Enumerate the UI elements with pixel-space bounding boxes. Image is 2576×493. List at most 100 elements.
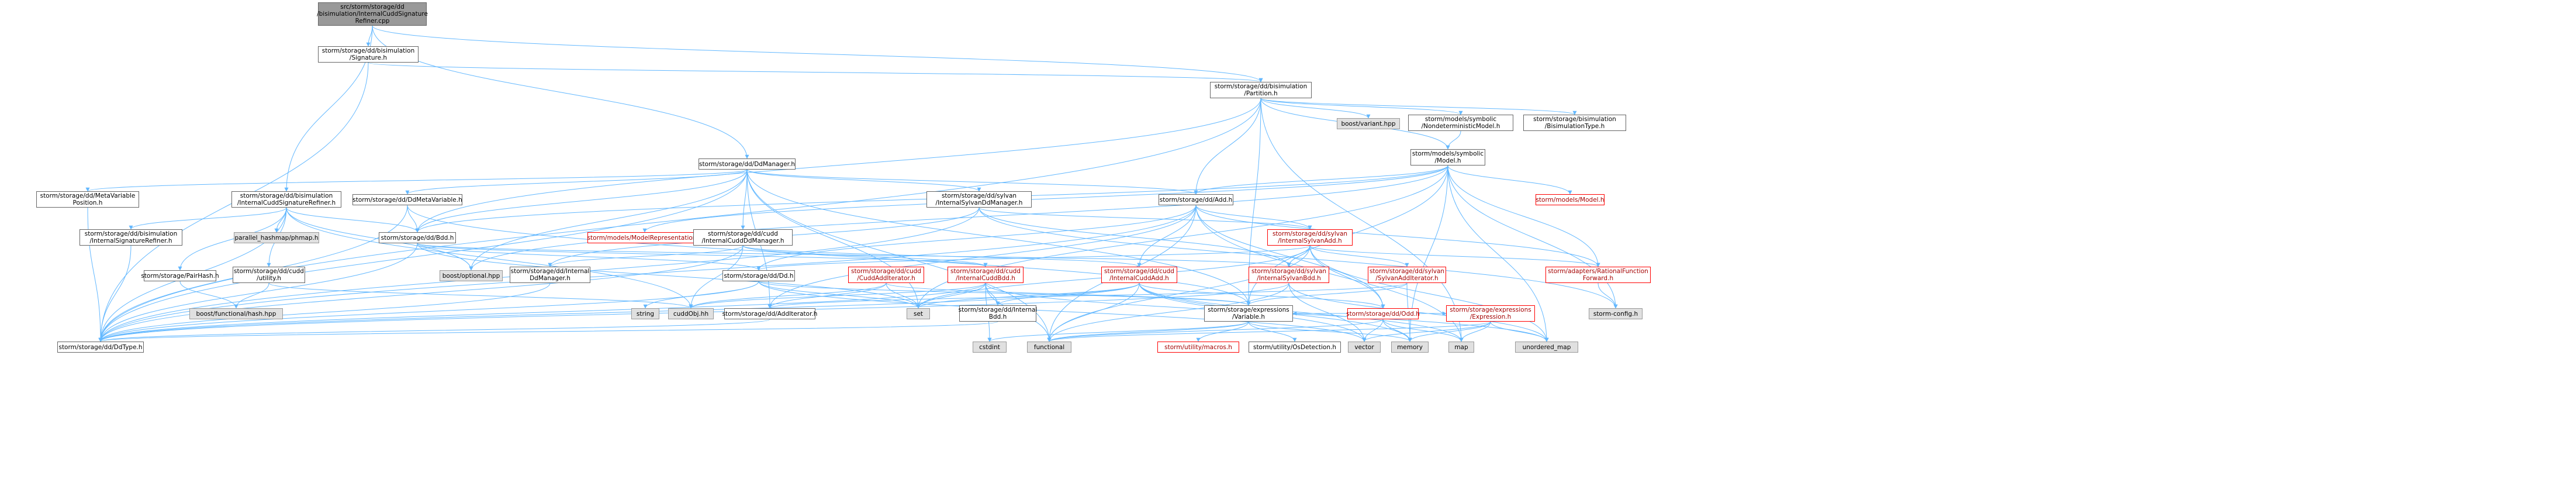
edge-odd-to-functional: [1047, 319, 1384, 342]
node-add[interactable]: storm/storage/dd/Add.h: [1159, 194, 1233, 205]
edge-cuddadd-to-set: [916, 282, 1140, 309]
edge-symmodel-to-stormconfig: [1447, 165, 1618, 309]
node-model-representation[interactable]: storm/models/ModelRepresentation.h: [587, 232, 702, 243]
edge-ddmanager-to-ddtype: [98, 169, 748, 342]
node-ddtype[interactable]: storm/storage/dd/DdType.h: [57, 342, 144, 353]
node-bdd[interactable]: storm/storage/dd/Bdd.h: [379, 232, 456, 243]
edge-ddmanager-to-sylvanddmgr: [746, 169, 981, 192]
node-sylvan-add-iterator[interactable]: storm/storage/dd/sylvan /SylvanAddIterat…: [1368, 267, 1446, 283]
edge-add-to-dd: [756, 205, 1197, 271]
edge-add-to-cuddadd: [1137, 205, 1197, 267]
node-vector[interactable]: vector: [1348, 342, 1381, 353]
node-storm-config[interactable]: storm-config.h: [1589, 308, 1643, 319]
node-signature[interactable]: storm/storage/dd/bisimulation /Signature…: [318, 46, 419, 63]
edge-expression-to-map: [1459, 321, 1491, 342]
node-models-model[interactable]: storm/models/Model.h: [1536, 194, 1605, 205]
edge-root-to-partition: [372, 25, 1263, 82]
node-boost-variant[interactable]: boost/variant.hpp: [1337, 118, 1400, 129]
node-nondeterministic-model[interactable]: storm/models/symbolic /NondeterministicM…: [1408, 115, 1513, 131]
edge-cuddbdd-to-cuddobj: [689, 282, 986, 309]
edge-partition-to-variant: [1260, 98, 1371, 119]
edge-sylvanddmgr-to-stormconfig: [978, 207, 1618, 309]
edge-bdd-to-set: [417, 243, 921, 309]
edge-cuddadd-to-map: [1139, 282, 1464, 342]
edge-ddmanager-to-add: [746, 169, 1198, 195]
node-dd[interactable]: storm/storage/dd/Dd.h: [722, 270, 795, 281]
edge-odd-to-memory: [1382, 319, 1412, 342]
edge-expression-to-vector: [1362, 321, 1491, 342]
node-bisimulation-type[interactable]: storm/storage/bisimulation /Bisimulation…: [1523, 115, 1626, 131]
node-boost-optional[interactable]: boost/optional.hpp: [440, 270, 503, 281]
node-parallel-hashmap[interactable]: parallel_hashmap/phmap.h: [234, 232, 319, 243]
node-cstdint[interactable]: cstdint: [973, 342, 1007, 353]
node-internal-bdd[interactable]: storm/storage/dd/Internal Bdd.h: [958, 305, 1038, 322]
edge-additerator-to-ddtype: [98, 319, 770, 342]
node-set[interactable]: set: [907, 308, 930, 319]
edge-add-to-sylvanadd: [1195, 205, 1312, 230]
node-metavariable-position[interactable]: storm/storage/dd/MetaVariable Position.h: [36, 191, 139, 208]
edge-internalddmgr-to-ddtype: [98, 282, 551, 342]
edge-add-to-rationalfn: [1195, 205, 1600, 267]
edge-cuddutility-to-cuddobj: [268, 282, 693, 309]
node-expressions-variable[interactable]: storm/storage/expressions /Variable.h: [1204, 305, 1293, 322]
edge-symmodel-to-unorderedmap: [1447, 165, 1549, 342]
node-add-iterator[interactable]: storm/storage/dd/AddIterator.h: [722, 308, 817, 319]
node-sylvan-bdd[interactable]: storm/storage/dd/sylvan /InternalSylvanB…: [1249, 267, 1329, 283]
node-os-detection[interactable]: storm/utility/OsDetection.h: [1249, 342, 1341, 353]
edge-signature-to-partition: [368, 62, 1263, 82]
node-sylvan-ddmanager[interactable]: storm/storage/dd/sylvan /InternalSylvanD…: [926, 191, 1032, 208]
edge-cuddbdd-to-set: [916, 282, 986, 309]
node-ddmanager[interactable]: storm/storage/dd/DdManager.h: [699, 158, 796, 170]
node-internal-signature-refiner[interactable]: storm/storage/dd/bisimulation /InternalS…: [79, 229, 182, 246]
node-dd-metavariable[interactable]: storm/storage/dd/DdMetaVariable.h: [352, 194, 462, 205]
node-cuddobj[interactable]: cuddObj.hh: [668, 308, 714, 319]
edge-dd-to-ddtype: [98, 281, 759, 342]
edge-cuddadd-to-ddtype: [98, 282, 1140, 342]
edge-partition-to-map: [1260, 98, 1464, 342]
node-rational-function-forward[interactable]: storm/adapters/RationalFunction Forward.…: [1545, 267, 1651, 283]
edge-partition-to-ddtype: [98, 98, 1261, 342]
edge-cuddadd-to-odd: [1139, 282, 1385, 309]
edge-exprvariable-to-macros: [1196, 321, 1249, 342]
node-functional[interactable]: functional: [1027, 342, 1071, 353]
edge-ddmanager-to-exprvariable: [746, 169, 1251, 306]
edge-partition-to-bisimtype: [1260, 98, 1577, 115]
node-map[interactable]: map: [1448, 342, 1474, 353]
edge-expression-to-unorderedmap: [1490, 321, 1549, 342]
node-boost-functional-hash[interactable]: boost/functional/hash.hpp: [189, 308, 283, 319]
edge-cuddddmgr-to-cuddobj: [689, 245, 744, 309]
node-root-file[interactable]: src/storm/storage/dd /bisimulation/Inter…: [317, 2, 428, 26]
node-utility-macros[interactable]: storm/utility/macros.h: [1157, 342, 1239, 353]
edge-internalbdd-to-ddtype: [99, 321, 998, 342]
edge-symmodel-to-add: [1194, 165, 1448, 195]
node-unordered-map[interactable]: unordered_map: [1515, 342, 1578, 353]
node-cudd-utility[interactable]: storm/storage/dd/cudd /utility.h: [233, 267, 305, 283]
edge-dd-to-exprvariable: [758, 281, 1251, 306]
edge-ddmanager-to-ddmetavar: [405, 169, 748, 195]
node-memory[interactable]: memory: [1391, 342, 1429, 353]
node-cudd-add[interactable]: storm/storage/dd/cudd /InternalCuddAdd.h: [1101, 267, 1177, 283]
edge-ddmanager-to-bdd: [415, 169, 748, 233]
edge-odd-to-map: [1382, 319, 1464, 342]
node-sylvan-add[interactable]: storm/storage/dd/sylvan /InternalSylvanA…: [1267, 229, 1353, 246]
node-pair-hash[interactable]: storm/storage/PairHash.h: [141, 270, 219, 281]
edge-sylvanadd-to-unorderedmap: [1309, 245, 1549, 342]
node-odd[interactable]: storm/storage/dd/Odd.h: [1346, 308, 1420, 319]
edge-odd-to-vector: [1362, 319, 1384, 342]
edge-cuddaddit-to-cuddobj: [689, 282, 887, 309]
node-cudd-signature-refiner-h[interactable]: storm/storage/dd/bisimulation /InternalC…: [231, 191, 341, 208]
node-string[interactable]: string: [631, 308, 659, 319]
edge-exprvariable-to-memory: [1248, 321, 1412, 342]
edge-symmodel-to-modelsmodel: [1447, 165, 1572, 195]
node-partition[interactable]: storm/storage/dd/bisimulation /Partition…: [1210, 82, 1312, 98]
edge-cuddsigrefiner_h-to-cuddobj: [286, 207, 693, 309]
node-cudd-ddmanager[interactable]: storm/storage/dd/cudd /InternalCuddDdMan…: [693, 229, 793, 246]
node-cudd-add-iterator[interactable]: storm/storage/dd/cudd /CuddAddIterator.h: [848, 267, 924, 283]
node-internal-ddmanager[interactable]: storm/storage/dd/Internal DdManager.h: [510, 267, 590, 283]
node-cudd-bdd[interactable]: storm/storage/dd/cudd /InternalCuddBdd.h: [948, 267, 1024, 283]
node-symbolic-model[interactable]: storm/models/symbolic /Model.h: [1410, 149, 1485, 166]
node-expressions-expression[interactable]: storm/storage/expressions /Expression.h: [1446, 305, 1535, 322]
edge-sylvanadd-to-sylvanbdd: [1287, 245, 1311, 267]
edge-bdd-to-dd: [417, 243, 761, 271]
